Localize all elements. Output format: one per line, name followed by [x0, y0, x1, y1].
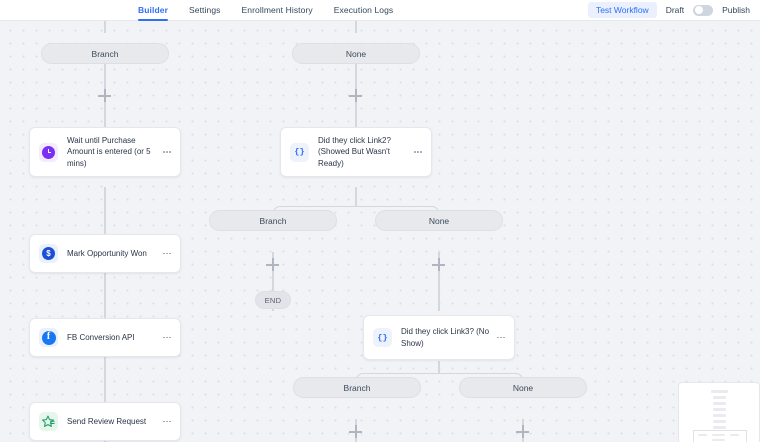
workflow-canvas[interactable]: Branch None Branch None END Branch None … [0, 21, 760, 442]
node-none-bottom[interactable]: None [459, 377, 587, 398]
node-end[interactable]: END [255, 291, 291, 309]
node-none-middle[interactable]: None [375, 210, 503, 231]
draft-label: Draft [665, 5, 685, 15]
node-label: Wait until Purchase Amount is entered (o… [67, 135, 151, 168]
tab-list: Builder Settings Enrollment History Exec… [138, 0, 393, 21]
more-options-icon[interactable] [161, 252, 173, 255]
node-card-link3[interactable]: {} Did they click Link3? (No Show) [363, 315, 515, 360]
node-label: FB Conversion API [67, 332, 135, 342]
node-branch-middle[interactable]: Branch [209, 210, 337, 231]
publish-toggle[interactable] [693, 4, 714, 16]
top-navigation-bar: Builder Settings Enrollment History Exec… [0, 0, 760, 21]
node-label: Did they click Link2? (Showed But Wasn't… [318, 135, 391, 168]
node-card-wait-purchase[interactable]: Wait until Purchase Amount is entered (o… [29, 127, 181, 177]
node-branch-bottom[interactable]: Branch [293, 377, 421, 398]
node-card-send-review[interactable]: Send Review Request [29, 402, 181, 441]
more-options-icon[interactable] [161, 151, 173, 153]
add-step-icon[interactable] [516, 425, 529, 438]
tab-builder[interactable]: Builder [138, 0, 168, 21]
more-options-icon[interactable] [161, 336, 173, 339]
dollar-icon: $ [39, 244, 58, 263]
clock-icon [39, 142, 58, 162]
more-options-icon[interactable] [161, 420, 173, 423]
node-branch-top-left[interactable]: Branch [41, 43, 169, 64]
add-step-icon[interactable] [349, 89, 362, 102]
star-review-icon [39, 412, 58, 431]
node-card-fb-conversion[interactable]: f FB Conversion API [29, 318, 181, 357]
top-actions: Test Workflow Draft Publish [587, 2, 750, 18]
node-none-top[interactable]: None [292, 43, 420, 64]
facebook-icon: f [39, 328, 58, 347]
toggle-knob [694, 6, 703, 14]
add-step-icon[interactable] [266, 258, 279, 271]
node-label: Mark Opportunity Won [67, 248, 147, 258]
code-brackets-icon: {} [373, 328, 392, 347]
minimap[interactable] [678, 382, 760, 442]
tab-execution-logs[interactable]: Execution Logs [333, 5, 394, 15]
code-brackets-icon: {} [290, 142, 309, 162]
node-label: Did they click Link3? (No Show) [401, 327, 490, 348]
more-options-icon[interactable] [412, 151, 424, 153]
test-workflow-button[interactable]: Test Workflow [587, 2, 657, 18]
tab-enrollment-history[interactable]: Enrollment History [241, 5, 313, 15]
add-step-icon[interactable] [98, 89, 111, 102]
node-card-link2[interactable]: {} Did they click Link2? (Showed But Was… [280, 127, 432, 177]
more-options-icon[interactable] [495, 336, 507, 339]
node-card-mark-opportunity[interactable]: $ Mark Opportunity Won [29, 234, 181, 273]
node-label: Send Review Request [67, 416, 147, 426]
add-step-icon[interactable] [432, 258, 445, 271]
add-step-icon[interactable] [349, 425, 362, 438]
tab-settings[interactable]: Settings [188, 5, 221, 15]
publish-label: Publish [722, 5, 750, 15]
